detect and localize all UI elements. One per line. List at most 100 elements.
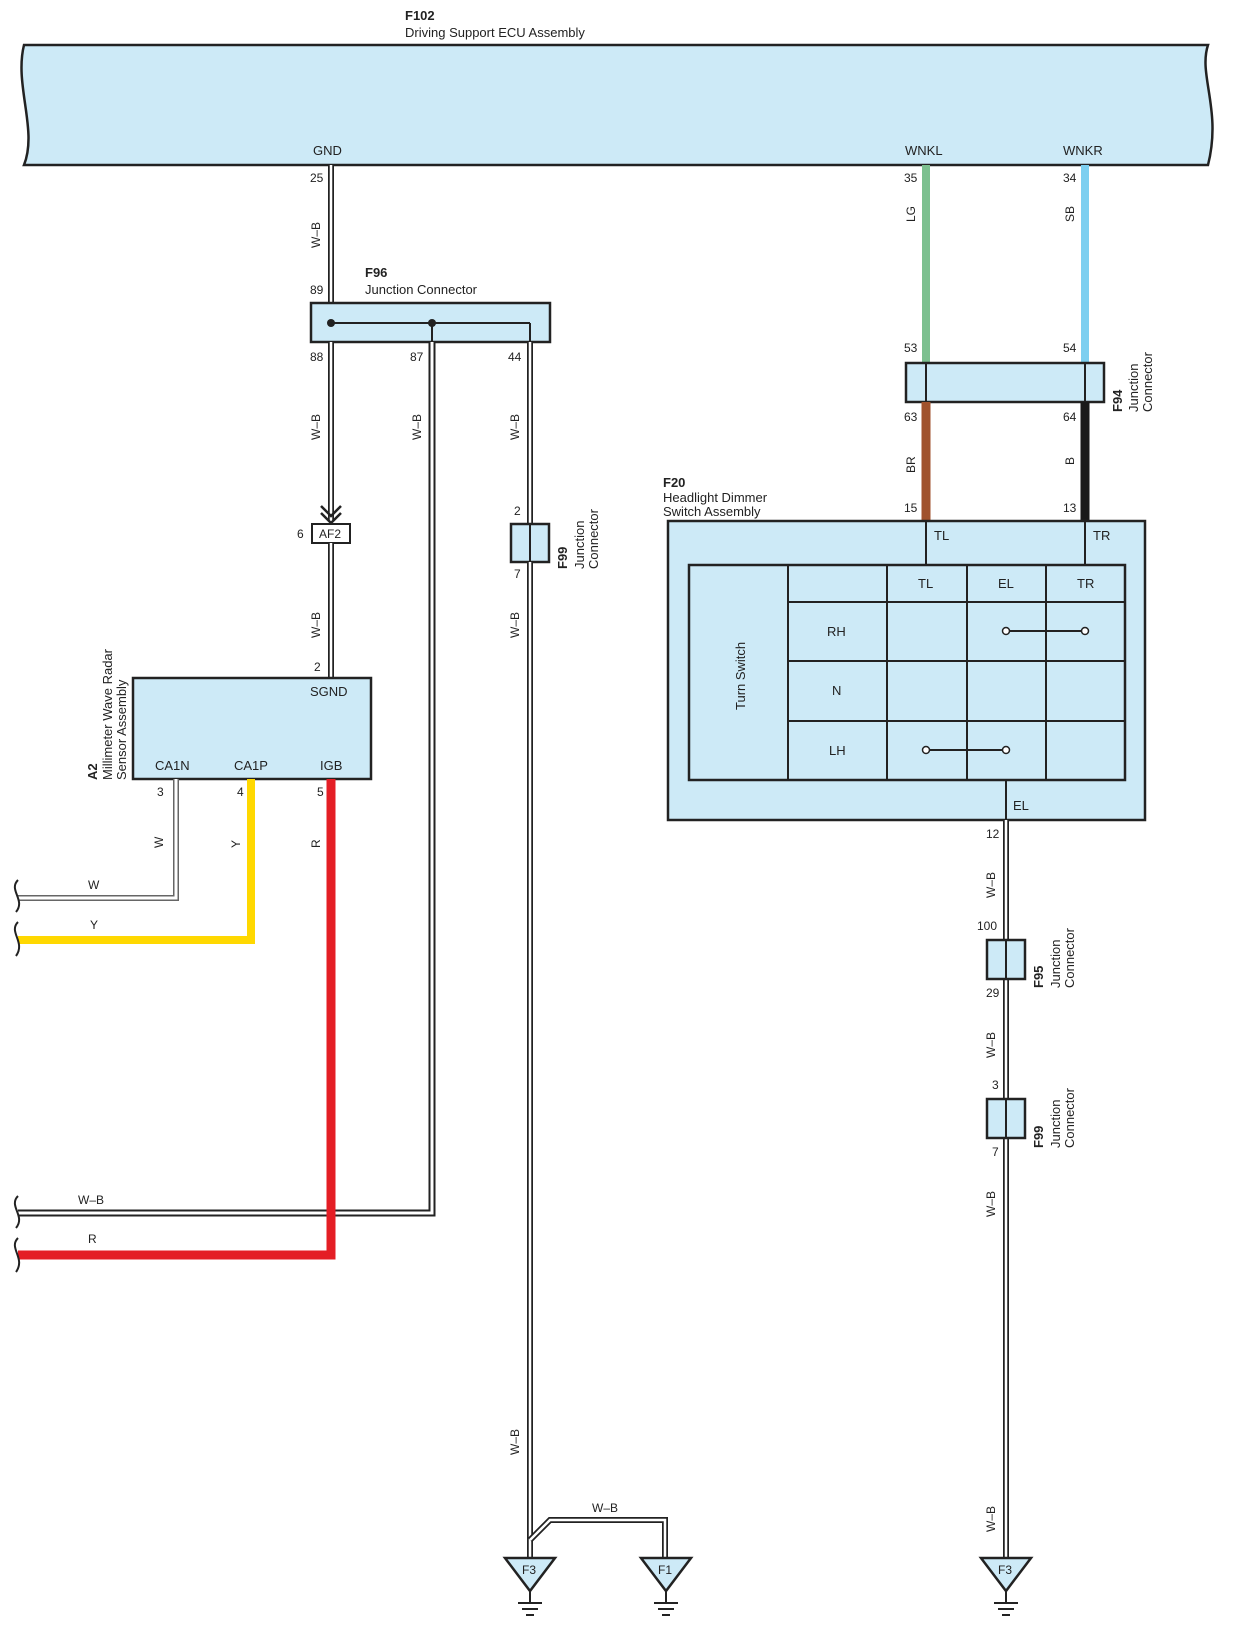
f20-pin-tr: TR — [1093, 528, 1110, 543]
ground-label-f1: F1 — [658, 1563, 672, 1577]
wire-label-br: BR — [904, 456, 918, 473]
wire-label-wb-3: W–B — [309, 612, 323, 638]
rh-continuity — [1001, 626, 1090, 636]
f20-name1: Headlight Dimmer — [663, 490, 768, 505]
wire-label-wb-13: W–B — [984, 1506, 998, 1532]
f95-name1: Junction — [1048, 940, 1063, 988]
f102-pin-gnd: GND — [313, 143, 342, 158]
wire-87-wb — [18, 342, 436, 1217]
wire-label-wb-4: W–B — [410, 414, 424, 440]
a2-pin-ca1n: CA1N — [155, 758, 190, 773]
pin-63: 63 — [904, 410, 918, 424]
wire-label-wb-7: W–B — [508, 612, 522, 638]
pin-7-f99: 7 — [514, 567, 521, 581]
wire-label-wb-8: W–B — [508, 1429, 522, 1455]
f99a-name1: Junction — [572, 521, 587, 569]
ground-f3-right — [978, 1556, 1034, 1616]
f102-name: Driving Support ECU Assembly — [405, 25, 585, 40]
wire-label-wb-12: W–B — [984, 1191, 998, 1217]
pin-15: 15 — [904, 501, 918, 515]
pin-64: 64 — [1063, 410, 1077, 424]
f102-ecu-body — [20, 43, 1214, 167]
f94-name1: Junction — [1126, 364, 1141, 412]
wire-y — [18, 779, 255, 944]
ground-f3-left — [502, 1556, 558, 1616]
f102-pin-wnkr: WNKR — [1063, 143, 1103, 158]
wire-r — [18, 779, 336, 1260]
pin-3-f99: 3 — [992, 1078, 999, 1092]
f20-pin-el: EL — [1013, 798, 1029, 813]
wire-label-y-2: Y — [90, 918, 98, 932]
wire-branch-f1 — [527, 1517, 668, 1560]
ground-icon — [502, 1556, 558, 1594]
wire-label-wb-6: W–B — [508, 414, 522, 440]
pin-3-a2: 3 — [157, 785, 164, 799]
pin-13: 13 — [1063, 501, 1077, 515]
wire-w — [18, 779, 179, 901]
pin-25: 25 — [310, 171, 324, 185]
f20-code: F20 — [663, 475, 685, 490]
pin-2-f99: 2 — [514, 504, 521, 518]
wire-label-wb-2: W–B — [309, 414, 323, 440]
a2-name1: Millimeter Wave Radar — [100, 648, 115, 780]
row-lh: LH — [829, 743, 846, 758]
f96-name: Junction Connector — [365, 282, 478, 297]
pin-88: 88 — [310, 350, 324, 364]
pin-34: 34 — [1063, 171, 1077, 185]
f99a-name2: Connector — [586, 508, 601, 569]
lh-continuity — [921, 745, 1011, 755]
row-n: N — [832, 683, 841, 698]
pin-29: 29 — [986, 986, 1000, 1000]
wire-label-w-2: W — [88, 878, 100, 892]
wire-label-r-2: R — [88, 1232, 97, 1246]
f99a-code: F99 — [555, 547, 570, 569]
ground-f1 — [638, 1556, 694, 1616]
wire-label-wb-10: W–B — [984, 872, 998, 898]
a2-code: A2 — [85, 763, 100, 780]
f99b-code: F99 — [1031, 1126, 1046, 1148]
f20-pin-tl: TL — [934, 528, 949, 543]
pin-54: 54 — [1063, 341, 1077, 355]
f102-code: F102 — [405, 8, 435, 23]
f94-name2: Connector — [1140, 351, 1155, 412]
f96-splice-dot-1 — [327, 319, 335, 327]
a2-pin-ca1p: CA1P — [234, 758, 268, 773]
wire-label-lg: LG — [904, 206, 918, 222]
pin-87: 87 — [410, 350, 424, 364]
turn-switch-table — [687, 563, 1127, 782]
pin-5-a2: 5 — [317, 785, 324, 799]
ground-label-f3-left: F3 — [522, 1563, 536, 1577]
wire-label-sb: SB — [1063, 206, 1077, 222]
wire-label-b: B — [1063, 457, 1077, 465]
f20-name2: Switch Assembly — [663, 504, 761, 519]
pin-100: 100 — [977, 919, 997, 933]
pin-89: 89 — [310, 283, 324, 297]
wire-label-wb-5: W–B — [78, 1193, 104, 1207]
af2-pin: 6 — [297, 527, 304, 541]
f99b-name2: Connector — [1062, 1087, 1077, 1148]
af2-code: AF2 — [319, 527, 341, 541]
wire-label-wb-11: W–B — [984, 1032, 998, 1058]
f96-code: F96 — [365, 265, 387, 280]
f94-connector — [904, 361, 1106, 404]
pin-2-a2: 2 — [314, 660, 321, 674]
f96-splice-dot-2 — [428, 319, 436, 327]
pin-35: 35 — [904, 171, 918, 185]
turn-switch-title: Turn Switch — [733, 642, 748, 710]
wire-label-wb-9: W–B — [592, 1501, 618, 1515]
f99b-name1: Junction — [1048, 1100, 1063, 1148]
f95-name2: Connector — [1062, 927, 1077, 988]
col-el: EL — [998, 576, 1014, 591]
pin-4-a2: 4 — [237, 785, 244, 799]
col-tr: TR — [1077, 576, 1094, 591]
ground-icon — [978, 1556, 1034, 1594]
f102-pin-wnkl: WNKL — [905, 143, 943, 158]
ground-icon — [638, 1556, 694, 1594]
pin-53: 53 — [904, 341, 918, 355]
f94-code: F94 — [1110, 389, 1125, 412]
a2-pin-igb: IGB — [320, 758, 342, 773]
f95-code: F95 — [1031, 966, 1046, 988]
ground-label-f3-right: F3 — [998, 1563, 1012, 1577]
a2-name2: Sensor Assembly — [114, 679, 129, 780]
